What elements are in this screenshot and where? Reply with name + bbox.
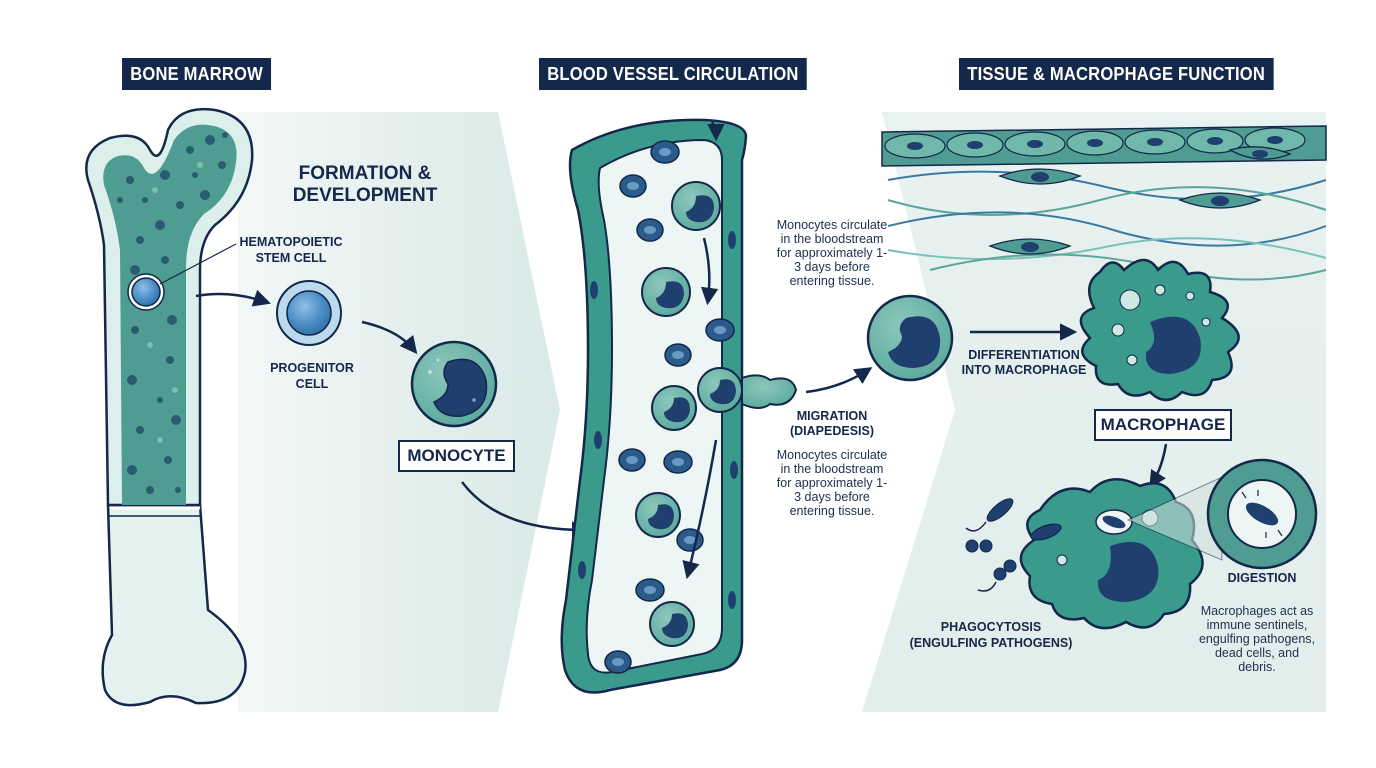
monocyte-label: MONOCYTE [398, 440, 515, 472]
tissue-monocyte-icon [866, 294, 954, 382]
macrophage-icon [1079, 258, 1240, 402]
header-blood-vessel: BLOOD VESSEL CIRCULATION [539, 58, 807, 90]
blood-vessel-icon [560, 118, 798, 694]
monocyte-icon [410, 340, 498, 428]
progenitor-cell-icon [276, 280, 342, 346]
stem-cell-label: HEMATOPOIETIC STEM CELL [239, 235, 343, 265]
digestion-zoom-icon [1206, 458, 1318, 570]
sentinel-note: Macrophages act as immune sentinels, eng… [1198, 604, 1316, 674]
header-tissue: TISSUE & MACROPHAGE FUNCTION [959, 58, 1274, 90]
formation-title: FORMATION & DEVELOPMENT [292, 163, 438, 206]
digestion-label: DIGESTION [1227, 571, 1297, 585]
circulation-note-2: Monocytes circulate in the bloodstream f… [776, 448, 888, 518]
circulation-note: Monocytes circulate in the bloodstream f… [776, 218, 888, 288]
formation-panel [238, 112, 560, 712]
macrophage-label: MACROPHAGE [1094, 409, 1232, 441]
pathogen-icon [965, 498, 1062, 592]
phagocytosis-label: PHAGOCYTOSIS (ENGULFING PATHOGENS) [909, 620, 1073, 650]
differentiation-label: DIFFERENTIATION INTO MACROPHAGE [961, 348, 1087, 377]
tissue-layer [881, 125, 1327, 281]
migration-label: MIGRATION (DIAPEDESIS) [789, 409, 875, 438]
header-bone-marrow: BONE MARROW [122, 58, 272, 90]
progenitor-label: PROGENITOR CELL [270, 361, 354, 391]
stem-cell-icon [131, 277, 161, 307]
bone-icon [85, 107, 254, 707]
